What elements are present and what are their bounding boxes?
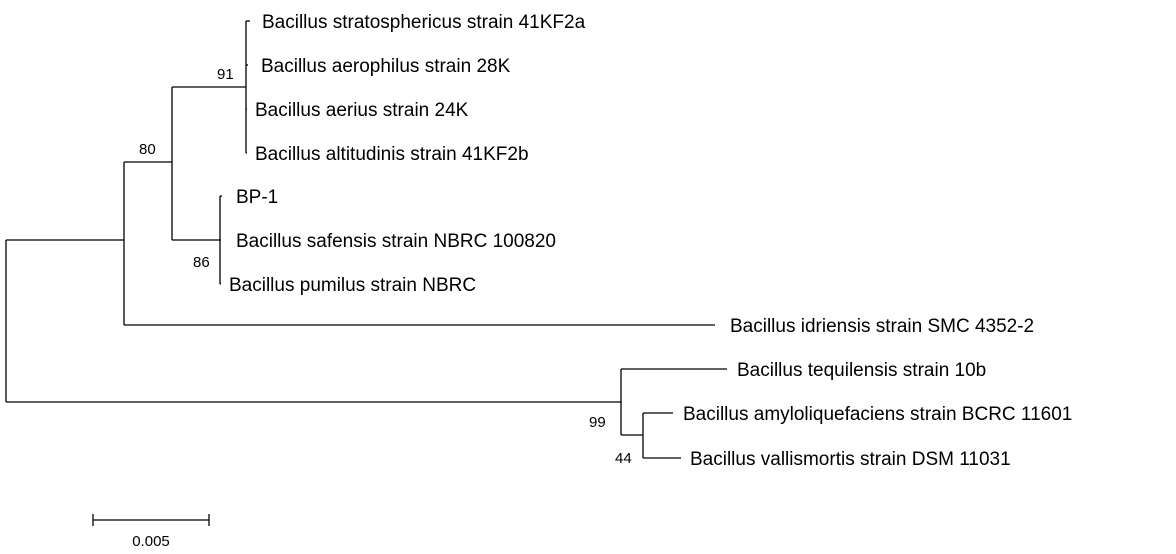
taxon-label: Bacillus pumilus strain NBRC bbox=[229, 275, 476, 296]
taxon-label: Bacillus aerophilus strain 28K bbox=[261, 56, 511, 77]
bootstrap-44: 44 bbox=[615, 450, 632, 467]
taxon-label: Bacillus idriensis strain SMC 4352-2 bbox=[730, 316, 1034, 337]
taxon-label: Bacillus altitudinis strain 41KF2b bbox=[255, 144, 529, 165]
taxon-label: Bacillus safensis strain NBRC 100820 bbox=[236, 231, 556, 252]
bootstrap-91: 91 bbox=[217, 66, 234, 83]
taxon-label: Bacillus tequilensis strain 10b bbox=[737, 360, 986, 381]
bootstrap-80: 80 bbox=[139, 141, 156, 158]
taxon-label: Bacillus stratosphericus strain 41KF2a bbox=[262, 12, 586, 33]
scale-bar-label: 0.005 bbox=[132, 533, 170, 550]
taxon-label: Bacillus vallismortis strain DSM 11031 bbox=[690, 449, 1011, 470]
taxon-label: BP-1 bbox=[236, 187, 278, 208]
taxon-label: Bacillus amyloliquefaciens strain BCRC 1… bbox=[683, 404, 1072, 425]
scale-bar: 0.005 bbox=[92, 514, 210, 550]
bootstrap-99: 99 bbox=[589, 414, 606, 431]
taxon-label: Bacillus aerius strain 24K bbox=[255, 100, 469, 121]
bootstrap-86: 86 bbox=[193, 254, 210, 271]
